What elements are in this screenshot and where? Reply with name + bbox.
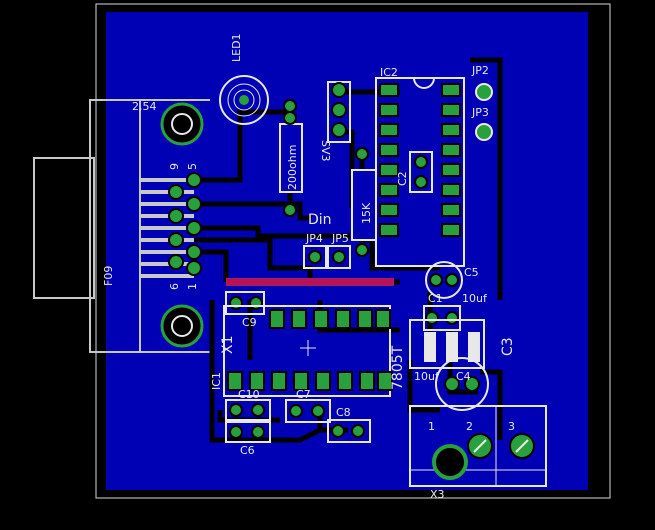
label-c2: C2 [396,171,409,186]
jp3-pad[interactable] [475,123,493,141]
label-c5: C5 [464,266,479,279]
ic2-pads[interactable] [379,83,461,237]
label-c1: C1 [428,292,443,305]
led1 [219,75,269,125]
led1-pad[interactable] [283,99,297,113]
ic1-chip [223,305,391,397]
label-ic2: IC2 [380,66,398,79]
label-c10: C10 [238,388,260,401]
db9-pads[interactable] [168,172,202,276]
label-x3: X3 [430,488,445,501]
label-led1: LED1 [230,33,243,62]
label-c3: C3 [500,337,516,356]
label-jp3: JP3 [471,106,489,119]
label-15k: 15K [360,202,373,224]
label-terminal-3: 3 [508,420,515,433]
sv3-header[interactable] [327,81,351,143]
label-200ohm: 200ohm [286,145,299,190]
label-c5-value: 10uf [462,292,488,305]
db9-pin-lines [140,178,194,278]
jp4-jp5-pads[interactable] [303,245,351,269]
label-terminal-2: 2 [466,420,473,433]
c6-capacitor[interactable] [225,421,271,443]
label-f09: F09 [102,266,115,286]
c4-capacitor[interactable] [435,357,489,411]
board-outline [95,3,611,499]
x3-terminal-block [409,405,547,487]
label-jp2: JP2 [471,64,489,77]
vreg-7805t [409,319,485,369]
label-jp5: JP5 [331,232,349,245]
label-c4-value: 10uf [414,370,440,383]
label-pin1: 1 [186,283,199,290]
label-c7: C7 [296,388,311,401]
resistor-15k [351,147,377,257]
label-pin5: 5 [186,163,199,170]
ic1-pads[interactable] [227,309,393,391]
label-terminal-1: 1 [428,420,435,433]
jp2-pad[interactable] [475,83,493,101]
label-ic1: IC1 [210,372,223,390]
c5-capacitor[interactable] [425,261,463,299]
label-din: Din [308,212,332,228]
label-c6: C6 [240,444,255,457]
label-pin9: 9 [168,163,181,170]
label-pin6: 6 [168,283,181,290]
label-c8: C8 [336,406,351,419]
c10-capacitor[interactable] [225,399,271,421]
resistor-200ohm [279,111,303,217]
label-c4: C4 [456,370,471,383]
label-7805t: 7805T [390,345,406,390]
c7-capacitor[interactable] [285,399,331,423]
label-pitch: 2,54 [132,100,157,113]
label-c9: C9 [242,316,257,329]
label-sv3: SV3 [319,140,332,162]
x3-terminals[interactable] [432,433,535,480]
label-x1: X1 [220,336,236,355]
label-jp4: JP4 [305,232,323,245]
c8-capacitor[interactable] [327,419,371,443]
c2-capacitor[interactable] [409,151,433,193]
